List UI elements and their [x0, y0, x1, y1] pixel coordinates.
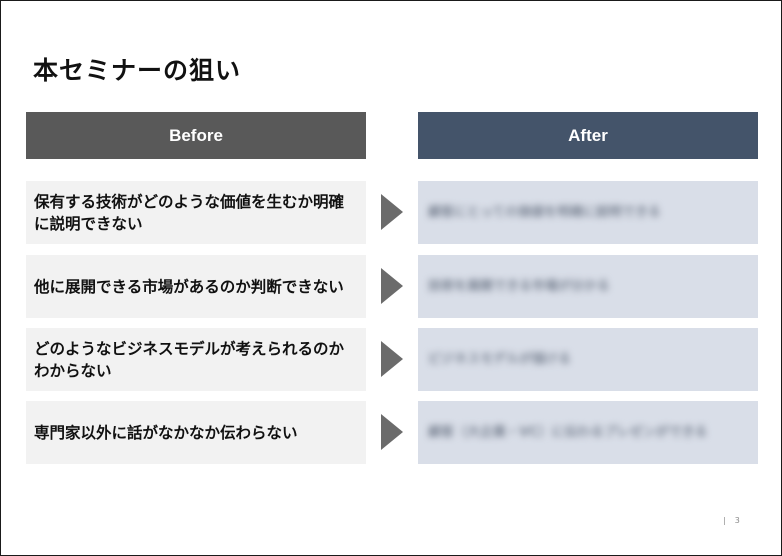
after-cell: ビジネスモデルが描ける	[418, 328, 758, 391]
triangle-right-icon	[381, 194, 403, 230]
comparison-row: 保有する技術がどのような価値を生むか明確に説明できない 顧客にとっての価値を明確…	[1, 181, 782, 244]
before-header-label: Before	[169, 125, 223, 145]
after-header-label: After	[568, 125, 608, 145]
after-cell: 顧客にとっての価値を明確に説明できる	[418, 181, 758, 244]
comparison-row: 他に展開できる市場があるのか判断できない 技術を展開できる市場が分かる	[1, 255, 782, 318]
after-cell: 顧客（大企業・VC）に伝わるプレゼンができる	[418, 401, 758, 464]
triangle-right-icon	[381, 268, 403, 304]
triangle-right-icon	[381, 341, 403, 377]
after-cell-text: 顧客にとっての価値を明確に説明できる	[428, 205, 661, 220]
page-number: |3	[723, 516, 740, 525]
after-cell-text: 技術を展開できる市場が分かる	[428, 279, 610, 294]
before-header: Before	[26, 112, 366, 159]
triangle-right-icon	[381, 414, 403, 450]
after-cell-text: ビジネスモデルが描ける	[428, 352, 572, 367]
page-title: 本セミナーの狙い	[33, 56, 242, 85]
before-cell: 保有する技術がどのような価値を生むか明確に説明できない	[26, 181, 366, 244]
page-number-value: 3	[734, 516, 740, 525]
after-cell: 技術を展開できる市場が分かる	[418, 255, 758, 318]
comparison-row: 専門家以外に話がなかなか伝わらない 顧客（大企業・VC）に伝わるプレゼンができる	[1, 401, 782, 464]
page-number-separator: |	[723, 516, 726, 525]
before-cell: 専門家以外に話がなかなか伝わらない	[26, 401, 366, 464]
before-cell: 他に展開できる市場があるのか判断できない	[26, 255, 366, 318]
comparison-row: どのようなビジネスモデルが考えられるのかわからない ビジネスモデルが描ける	[1, 328, 782, 391]
after-header: After	[418, 112, 758, 159]
before-cell: どのようなビジネスモデルが考えられるのかわからない	[26, 328, 366, 391]
after-cell-text: 顧客（大企業・VC）に伝わるプレゼンができる	[428, 425, 708, 440]
